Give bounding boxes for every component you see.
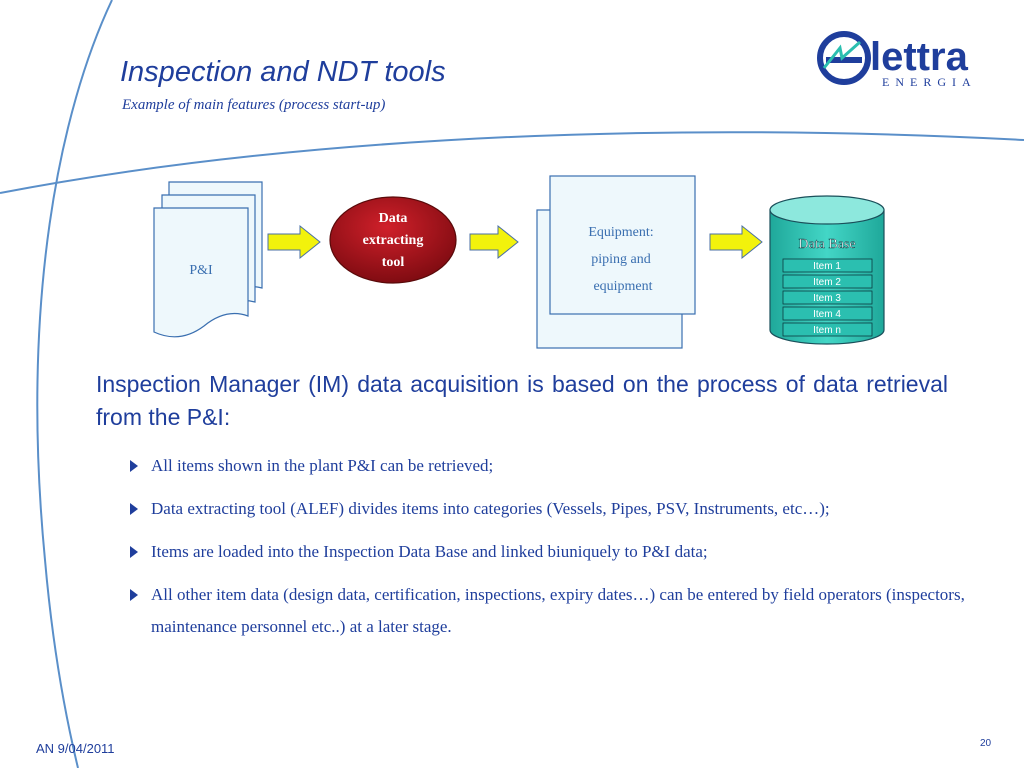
- elettra-logo: lettra ENERGIA: [817, 31, 977, 89]
- footer-author-date: AN 9/04/2011: [36, 741, 115, 756]
- lightning-icon: [822, 40, 861, 69]
- database-item: Item 2: [813, 277, 841, 288]
- pid-document-stack: P&I: [153, 181, 263, 338]
- bullet-arrow-icon: [130, 546, 138, 558]
- slide-subtitle: Example of main features (process start-…: [122, 97, 386, 113]
- arc-line-left: [36, 0, 113, 768]
- bullet-text: Data extracting tool (ALEF) divides item…: [151, 499, 830, 518]
- bullet-text: Items are loaded into the Inspection Dat…: [151, 542, 708, 561]
- bullet-arrow-icon: [130, 589, 138, 601]
- list-item: Items are loaded into the Inspection Dat…: [128, 536, 998, 568]
- bullet-list: All items shown in the plant P&I can be …: [128, 450, 998, 654]
- process-diagram: P&I Data extracting tool Equipment: pipi…: [153, 175, 885, 349]
- data-extracting-tool: Data extracting tool: [329, 196, 457, 284]
- tool-label-line-3: tool: [382, 255, 405, 270]
- logo-wordmark: lettra: [870, 35, 969, 79]
- bullet-arrow-icon: [130, 460, 138, 472]
- logo-tagline: ENERGIA: [882, 75, 977, 89]
- equipment-label-line-3: equipment: [593, 279, 652, 294]
- list-item: All other item data (design data, certif…: [128, 579, 998, 643]
- arrow-right-icon: [709, 224, 763, 260]
- slide-title: Inspection and NDT tools: [120, 56, 446, 88]
- list-item: Data extracting tool (ALEF) divides item…: [128, 493, 998, 525]
- lead-paragraph: Inspection Manager (IM) data acquisition…: [96, 371, 948, 430]
- database-item: Item 1: [813, 261, 841, 272]
- database-item: Item n: [813, 325, 841, 336]
- pid-label: P&I: [189, 263, 213, 278]
- page-number: 20: [980, 738, 992, 749]
- database-title: Data Base: [798, 237, 855, 252]
- equipment-label-line-2: piping and: [591, 252, 651, 267]
- arrow-right-icon: [267, 224, 321, 260]
- tool-label-line-2: extracting: [363, 233, 424, 248]
- bullet-text: All other item data (design data, certif…: [151, 585, 965, 636]
- database-cylinder: Data Base Item 1 Item 2 Item 3 Item 4 It…: [769, 195, 885, 345]
- database-item: Item 3: [813, 293, 841, 304]
- list-item: All items shown in the plant P&I can be …: [128, 450, 998, 482]
- arrow-right-icon: [469, 224, 519, 260]
- arc-line-top: [0, 131, 1024, 194]
- equipment-label-line-1: Equipment:: [588, 225, 653, 240]
- database-item-list: Item 1 Item 2 Item 3 Item 4 Item n: [782, 258, 873, 337]
- tool-label-line-1: Data: [379, 211, 408, 226]
- bullet-arrow-icon: [130, 503, 138, 515]
- equipment-box-stack: Equipment: piping and equipment: [536, 175, 696, 349]
- database-item: Item 4: [813, 309, 841, 320]
- bullet-text: All items shown in the plant P&I can be …: [151, 456, 494, 475]
